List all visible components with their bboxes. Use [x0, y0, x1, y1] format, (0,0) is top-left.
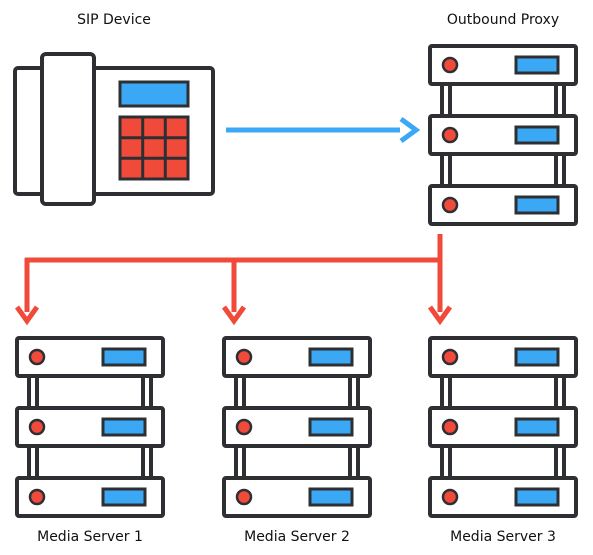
- media-server-2-label: Media Server 2: [244, 529, 350, 545]
- desk-phone-icon: [13, 52, 215, 206]
- request-arrow: [226, 116, 421, 144]
- forward-arrows: [14, 234, 453, 326]
- arrowhead-media-1: [14, 305, 40, 326]
- sip-device-label: SIP Device: [77, 12, 151, 28]
- media-server-1-label: Media Server 1: [37, 529, 143, 545]
- outbound-proxy-server-icon: [428, 44, 578, 226]
- media-server-3-label: Media Server 3: [450, 529, 556, 545]
- media-server-2-icon: [222, 336, 372, 518]
- outbound-proxy-label: Outbound Proxy: [446, 12, 560, 28]
- arrowhead-media-2: [221, 305, 247, 326]
- media-server-3-icon: [428, 336, 578, 518]
- phone-keypad: [118, 115, 190, 181]
- media-server-1-icon: [15, 336, 165, 518]
- phone-screen: [118, 80, 190, 108]
- phone-handset: [40, 52, 96, 206]
- arrowhead-media-3: [427, 305, 453, 326]
